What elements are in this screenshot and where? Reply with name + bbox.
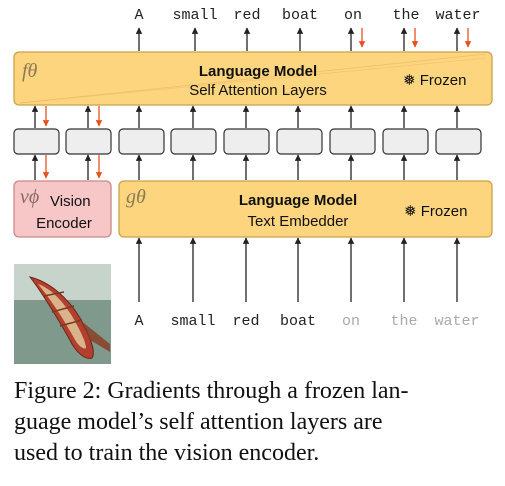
figure-caption: Figure 2: Gradients through a frozen lan… <box>14 376 494 469</box>
token-embedding <box>382 128 429 155</box>
top-token: red <box>233 7 260 24</box>
input-token: small <box>170 313 215 330</box>
token-embedding <box>118 128 165 155</box>
top-token: small <box>172 7 217 24</box>
input-token-muted: on <box>342 313 360 330</box>
token-embedding <box>329 128 376 155</box>
middle-upper-arrows <box>31 105 461 128</box>
vision-embedding <box>13 128 60 155</box>
top-token: boat <box>282 7 318 24</box>
input-token: red <box>232 313 259 330</box>
token-embedding <box>276 128 323 155</box>
lm-top-frozen: ❅ Frozen <box>403 72 466 89</box>
lm-bottom-param: gθ <box>126 186 146 208</box>
lm-top-subtitle: Self Attention Layers <box>189 82 327 99</box>
vision-encoder-line2: Encoder <box>36 215 92 232</box>
token-embedding <box>435 128 482 155</box>
top-token: the <box>392 7 419 24</box>
top-token: A <box>134 7 143 24</box>
input-token-muted: water <box>434 313 479 330</box>
lm-bottom-box <box>118 180 493 238</box>
input-arrows <box>135 237 461 302</box>
language-model-text-embedder: gθ Language Model Text Embedder ❅ Frozen <box>118 180 493 238</box>
lm-bottom-frozen: ❅ Frozen <box>404 203 467 220</box>
caption-line: guage model’s self attention layers are <box>14 409 383 435</box>
lm-bottom-subtitle: Text Embedder <box>248 213 349 230</box>
lm-top-param: fθ <box>22 60 38 82</box>
boat-photo <box>14 264 111 364</box>
bottom-tokens: A small red boat on the water <box>134 313 479 330</box>
caption-line: Figure 2: Gradients through a frozen lan… <box>14 378 409 404</box>
top-tokens: A small red boat on the water <box>134 7 480 24</box>
caption-line: used to train the vision encoder. <box>14 440 320 466</box>
vision-encoder: vϕ Vision Encoder <box>13 180 112 238</box>
diagram: A small red boat on the water fθ Languag… <box>13 7 493 364</box>
vision-encoder-box <box>13 180 112 238</box>
language-model-self-attention: fθ Language Model Self Attention Layers … <box>13 51 493 106</box>
vision-embedding <box>65 128 112 155</box>
embedding-row <box>13 128 482 155</box>
output-arrows <box>135 27 472 51</box>
top-token: water <box>435 7 480 24</box>
lm-bottom-title: Language Model <box>239 192 357 209</box>
input-token: boat <box>280 313 316 330</box>
top-token: on <box>344 7 362 24</box>
token-embedding <box>223 128 270 155</box>
vision-encoder-param: vϕ <box>20 186 39 208</box>
middle-lower-arrows <box>31 154 461 180</box>
input-token: A <box>134 313 143 330</box>
input-token-muted: the <box>390 313 417 330</box>
token-embedding <box>170 128 217 155</box>
lm-top-title: Language Model <box>199 63 317 80</box>
vision-encoder-line1: Vision <box>50 193 91 210</box>
